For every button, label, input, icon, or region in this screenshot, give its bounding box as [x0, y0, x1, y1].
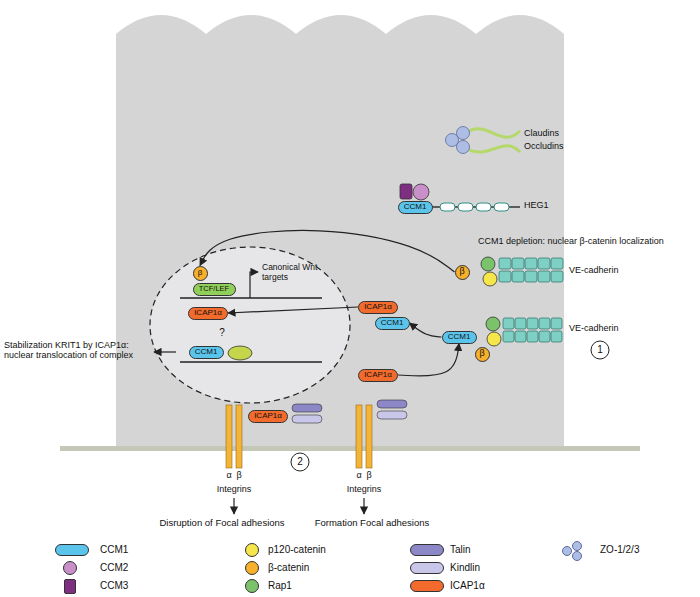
protein-name: CCM1 [195, 348, 218, 357]
subunit-label: β [236, 470, 241, 480]
callout-number: 1 [597, 344, 603, 356]
legend-swatch [410, 544, 444, 556]
protein-name: β [198, 269, 203, 278]
ccm1-protein: CCM1 [189, 346, 224, 359]
legend-swatch [410, 580, 444, 592]
translocation-arrow [228, 307, 358, 313]
icap1-protein: ICAP1α [188, 307, 228, 320]
legend-swatch [245, 543, 259, 557]
outcome-label: Formation Focal adhesions [315, 518, 430, 529]
legend-label: CCM3 [100, 580, 128, 591]
icap1-protein: ICAP1α [358, 301, 398, 314]
translocation-arrow [154, 351, 176, 352]
legend-label: Rap1 [268, 580, 292, 591]
legend-label: p120-catenin [268, 544, 326, 555]
structure-label: VE-cadherin [569, 265, 619, 275]
beta-catenin: β [475, 347, 490, 362]
dna-strands [180, 272, 322, 362]
annotation-note: Stabilization KRIT1 by ICAP1α: nuclear t… [4, 340, 152, 361]
legend-label: ZO-1/2/3 [600, 544, 639, 555]
ve-cadherin-complexes [481, 257, 563, 346]
structure-label: Integrins [347, 484, 382, 494]
legend-swatch [562, 541, 586, 559]
integrins [226, 400, 407, 514]
protein-name: ICAP1α [364, 371, 392, 380]
structure-label: VE-cadherin [569, 323, 619, 333]
tight-junction [446, 127, 521, 154]
heg1-complex [400, 184, 520, 211]
subunit-label: α [356, 470, 361, 480]
structure-label: Occludins [524, 141, 564, 151]
callout-circle [591, 341, 609, 359]
legend-label: CCM2 [100, 562, 128, 573]
ccm1-protein: CCM1 [398, 201, 433, 214]
annotation-note: CCM1 depletion: nuclear β-catenin locali… [478, 236, 664, 246]
translocation-arrow [200, 230, 455, 272]
ccm1-protein: CCM1 [442, 331, 477, 344]
nucleus [150, 247, 350, 403]
structure-label: Claudins [524, 128, 559, 138]
legend-swatch [245, 579, 259, 593]
ccm1-protein: CCM1 [375, 317, 410, 330]
translocation-arrow [410, 323, 442, 337]
legend-label: Kindlin [450, 562, 480, 573]
callout-circle [291, 453, 309, 471]
protein-name: ICAP1α [364, 303, 392, 312]
tcf-lef-factor: TCF/LEF [193, 283, 236, 296]
protein-name: CCM1 [448, 333, 471, 342]
legend-label: Talin [450, 544, 471, 555]
annotation-note: Canonical Wnt targets [262, 263, 326, 283]
legend-label: ICAP1α [450, 580, 485, 591]
legend-label: β-catenin [268, 562, 309, 573]
icap1-protein: ICAP1α [358, 369, 398, 382]
legend-swatch [55, 544, 89, 556]
membrane [60, 446, 640, 451]
translocation-arrow [398, 344, 459, 376]
beta-catenin: β [193, 266, 208, 281]
protein-name: CCM1 [381, 319, 404, 328]
subunit-label: α [226, 470, 231, 480]
protein-name: CCM1 [404, 203, 427, 212]
protein-name: ICAP1α [254, 412, 282, 421]
callout-number: 2 [297, 456, 303, 468]
legend-swatch [64, 579, 76, 594]
subunit-label: β [366, 470, 371, 480]
annotation-note: ? [219, 327, 225, 339]
legend-swatch [63, 561, 77, 575]
cell-body [116, 15, 564, 448]
outcome-label: Disruption of Focal adhesions [159, 518, 284, 529]
legend-swatch [410, 562, 444, 574]
legend-swatch [245, 561, 259, 575]
protein-name: TCF/LEF [199, 285, 229, 293]
icap1-protein: ICAP1α [248, 410, 288, 423]
legend-label: CCM1 [100, 544, 128, 555]
structure-label: HEG1 [524, 200, 549, 210]
protein-name: β [459, 267, 464, 277]
protein-name: β [479, 349, 484, 359]
structure-label: Integrins [217, 484, 252, 494]
beta-catenin: β [455, 265, 470, 280]
protein-name: ICAP1α [194, 309, 222, 318]
